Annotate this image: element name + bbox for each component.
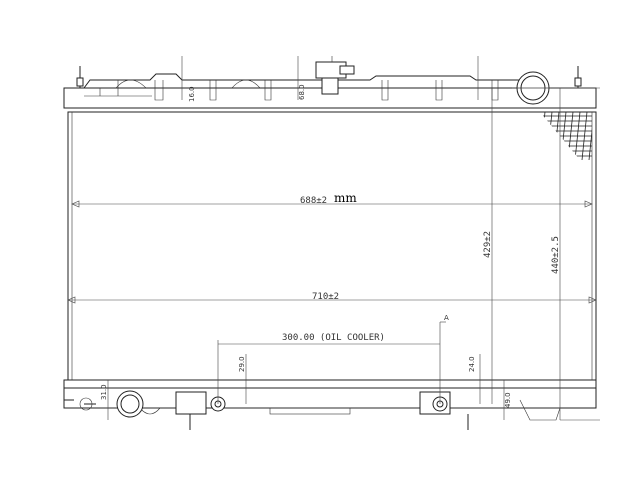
top-center-offset-label: 68.0 <box>298 84 306 100</box>
bottom-tank-height-label: 49.0 <box>504 392 512 408</box>
overall-width-label: 710±2 <box>312 292 339 302</box>
bottom-tank <box>63 379 597 430</box>
dimension-lines <box>67 56 600 421</box>
core-width-unit: mm <box>334 191 357 205</box>
core-height-label: 429±2 <box>483 231 493 258</box>
top-tank <box>63 56 597 109</box>
section-marker-label: A <box>444 314 449 322</box>
fin-pattern <box>540 112 592 160</box>
top-left-offset-label: 16.0 <box>188 86 196 102</box>
bottom-left-offset-label: 29.0 <box>238 356 246 372</box>
core-width-label: 688±2 <box>300 196 327 206</box>
oil-cooler-label: 300.00 (OIL COOLER) <box>282 333 385 343</box>
bottom-right-offset-label: 24.0 <box>468 356 476 372</box>
overall-height-label: 440±2.5 <box>551 236 561 274</box>
side-offset-label: 31.0 <box>100 384 108 400</box>
